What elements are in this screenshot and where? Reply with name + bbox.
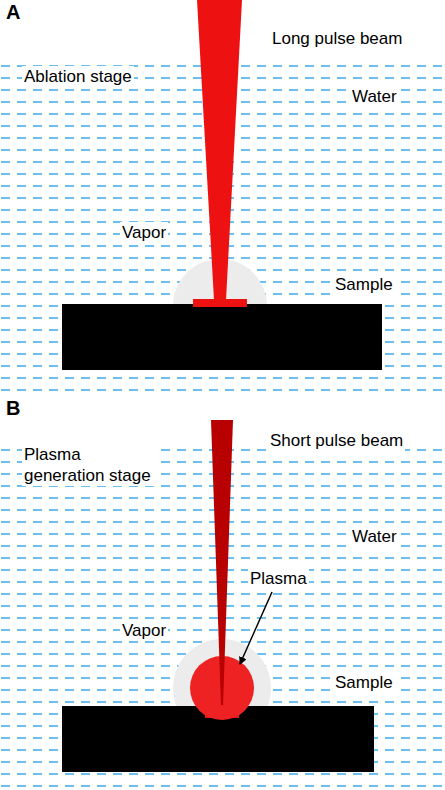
plasma-label: Plasma — [248, 568, 309, 589]
stage-title: Plasma generation stage — [22, 444, 160, 486]
laser-beam — [197, 0, 242, 300]
vapor-label: Vapor — [120, 222, 168, 243]
leader-arrow — [240, 592, 272, 664]
panel-letter: A — [4, 2, 22, 23]
sample-label: Sample — [333, 274, 395, 295]
ablation-spot — [193, 299, 247, 307]
medium-label: Water — [350, 526, 399, 547]
medium-label: Water — [350, 86, 399, 107]
beam-label: Short pulse beam — [268, 430, 405, 451]
sample-label: Sample — [333, 672, 395, 693]
panel-letter: B — [4, 398, 22, 419]
beam-label: Long pulse beam — [270, 28, 404, 49]
vapor-label: Vapor — [120, 620, 168, 641]
sample-block — [62, 304, 382, 370]
stage-title: Ablation stage — [22, 66, 134, 87]
laser-beam — [211, 420, 233, 705]
